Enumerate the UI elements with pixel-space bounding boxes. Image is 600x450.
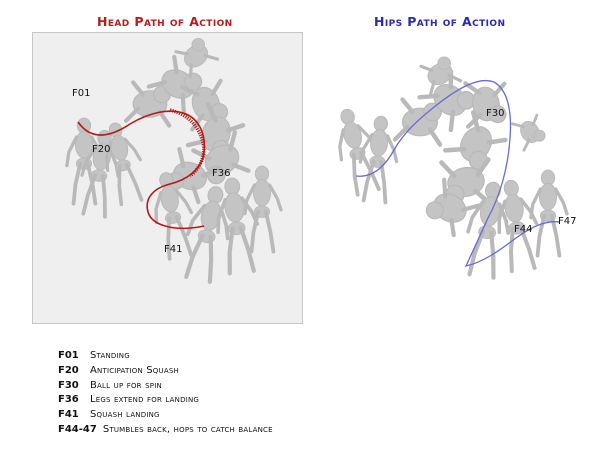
legend-description: Standing [90,350,130,361]
frame-label-f44: F44 [514,224,533,235]
hips-path-title: Hips Path of Action [374,14,506,29]
legend-description: Anticipation Squash [90,364,179,376]
legend-description: Stumbles back, hops to catch balance [102,423,273,435]
legend-item: F01 Standing [58,349,273,364]
figure-hop [529,168,569,258]
legend-description: Legs extend for landing [90,394,200,406]
frame-label-f20: F20 [92,144,111,155]
frame-label-f36: F36 [212,168,231,179]
legend-code: F30 [58,379,79,391]
legend-code: F01 [58,350,79,361]
hips-panel-figures [327,50,569,279]
frame-label-f01: F01 [72,88,91,99]
figure-arm-out [508,109,551,153]
legend-description: Ball up for spin [90,379,162,391]
legend-code: F44-47 [58,423,97,435]
legend-item: F30 Ball up for spin [58,379,273,394]
legend-item: F36 Legs extend for landing [58,393,273,408]
legend-description: Squash landing [90,409,160,421]
legend-code: F36 [58,394,79,406]
legend-code: F20 [58,364,79,376]
frame-legend: F01 Standing F20 Anticipation Squash F30… [58,349,273,438]
frame-label-f30: F30 [486,108,505,119]
head-path-dense-segment [169,108,206,178]
hips-path-curve [355,80,561,267]
legend-item: F41 Squash landing [58,408,273,423]
legend-item: F44-47 Stumbles back, hops to catch bala… [58,423,273,438]
legend-code: F41 [58,409,79,421]
head-path-title: Head Path of Action [97,14,233,29]
legend-item: F20 Anticipation Squash [58,364,273,379]
frame-label-f47: F47 [558,216,577,227]
frame-label-f41: F41 [164,244,183,255]
